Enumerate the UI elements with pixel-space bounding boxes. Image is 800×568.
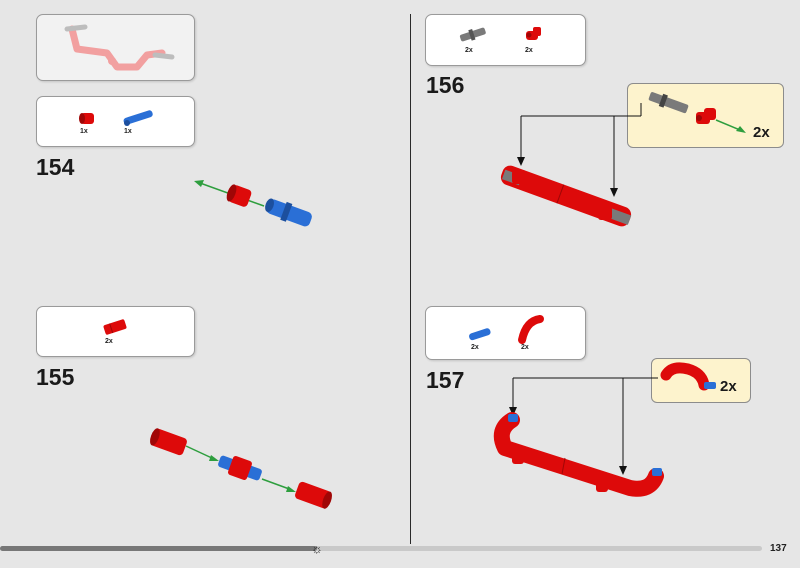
step-number-154: 154 bbox=[36, 154, 75, 180]
part-quantity: 2x bbox=[471, 344, 479, 351]
part-quantity: 2x bbox=[525, 47, 533, 54]
parts-images-154 bbox=[79, 110, 153, 126]
parts-list-154: 1x 1x bbox=[36, 96, 195, 147]
red-pin-connector-part bbox=[696, 108, 716, 124]
part-quantity: 1x bbox=[80, 128, 88, 135]
sub-assembly-image-157 bbox=[660, 362, 716, 391]
parts-images-156 bbox=[459, 27, 541, 42]
grey-axle-pin-part bbox=[459, 27, 486, 42]
red-curved-tube-part bbox=[518, 315, 544, 344]
red-pin-connector-part bbox=[526, 27, 541, 40]
parts-images-155 bbox=[103, 319, 127, 335]
sub-assembly-image-156 bbox=[648, 92, 746, 133]
blue-pin-part bbox=[469, 328, 491, 341]
parts-list-157: 2x 2x bbox=[425, 306, 586, 360]
page-number: 137 bbox=[770, 543, 787, 554]
parts-list-156: 2x 2x bbox=[425, 14, 586, 66]
parts-list-155: 2x bbox=[36, 306, 195, 357]
parts-images-157 bbox=[469, 315, 544, 344]
book-progress-fill bbox=[0, 546, 317, 551]
assembly-157 bbox=[493, 377, 664, 497]
callout-multiplier: 2x bbox=[720, 378, 737, 395]
sub-assembly-callout-156: 2x bbox=[627, 83, 784, 148]
step-number-156: 156 bbox=[426, 72, 465, 98]
assembly-155 bbox=[150, 428, 332, 509]
blue-pin-part bbox=[123, 110, 153, 126]
red-bush-part bbox=[79, 113, 94, 124]
assembly-154 bbox=[194, 180, 312, 227]
step-number-157: 157 bbox=[426, 367, 465, 393]
red-axle-connector-part bbox=[103, 319, 127, 335]
callout-multiplier: 2x bbox=[753, 124, 770, 141]
sub-assembly-callout-157: 2x bbox=[651, 358, 751, 403]
progress-marker-icon: ☼ bbox=[311, 541, 323, 556]
previous-model-preview bbox=[36, 14, 195, 81]
part-quantity: 2x bbox=[105, 338, 113, 345]
page-divider bbox=[410, 14, 411, 544]
part-quantity: 2x bbox=[465, 47, 473, 54]
book-progress-bar bbox=[0, 546, 762, 551]
part-quantity: 1x bbox=[124, 128, 132, 135]
faded-model-image bbox=[64, 24, 175, 71]
step-number-155: 155 bbox=[36, 364, 75, 390]
assembly-156 bbox=[500, 103, 642, 227]
part-quantity: 2x bbox=[521, 344, 529, 351]
